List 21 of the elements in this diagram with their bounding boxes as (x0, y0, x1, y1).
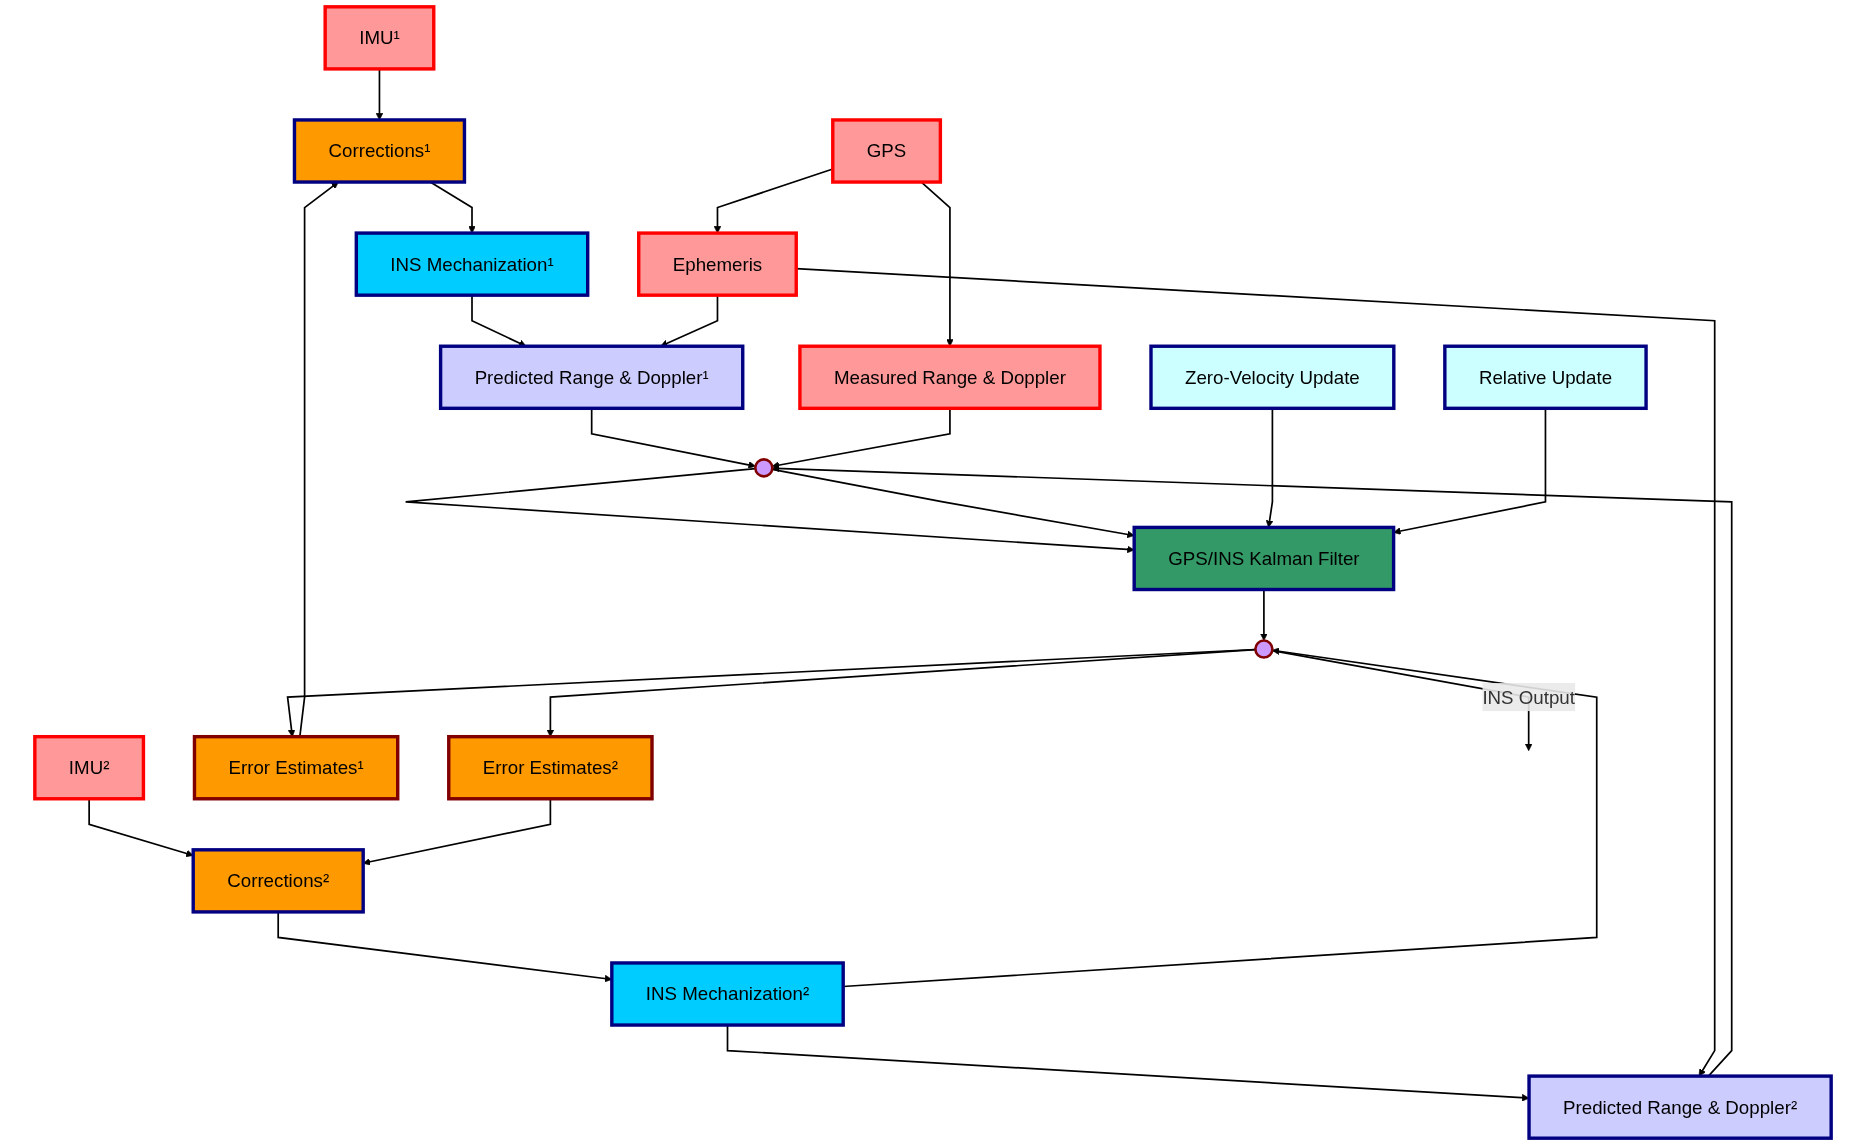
node-box: Corrections¹ (292, 118, 467, 184)
node-box: IMU² (33, 734, 146, 801)
node-circle (1254, 639, 1274, 659)
node-box: Corrections² (191, 848, 365, 914)
node-box: Predicted Range & Doppler² (1527, 1074, 1833, 1140)
node-box: Zero-Velocity Update (1149, 344, 1396, 410)
node-box: IMU¹ (323, 5, 436, 71)
arrow (772, 464, 1733, 1077)
node-box: INS Mechanization¹ (354, 231, 590, 297)
node-box: Measured Range & Doppler (798, 344, 1102, 410)
node-box: GPS (831, 118, 943, 184)
node-box: GPS/INS Kalman Filter (1132, 525, 1396, 592)
node-box: Predicted Range & Doppler¹ (438, 344, 745, 410)
node-box: INS Mechanization² (610, 961, 845, 1027)
node-box: Error Estimates¹ (192, 734, 400, 801)
edge-label: INS Output (1482, 686, 1575, 708)
node-circle (754, 458, 774, 478)
arrow (795, 267, 1716, 1077)
node-box: Relative Update (1443, 344, 1648, 410)
node-box: Error Estimates² (447, 734, 654, 801)
node-box: Ephemeris (637, 231, 798, 297)
